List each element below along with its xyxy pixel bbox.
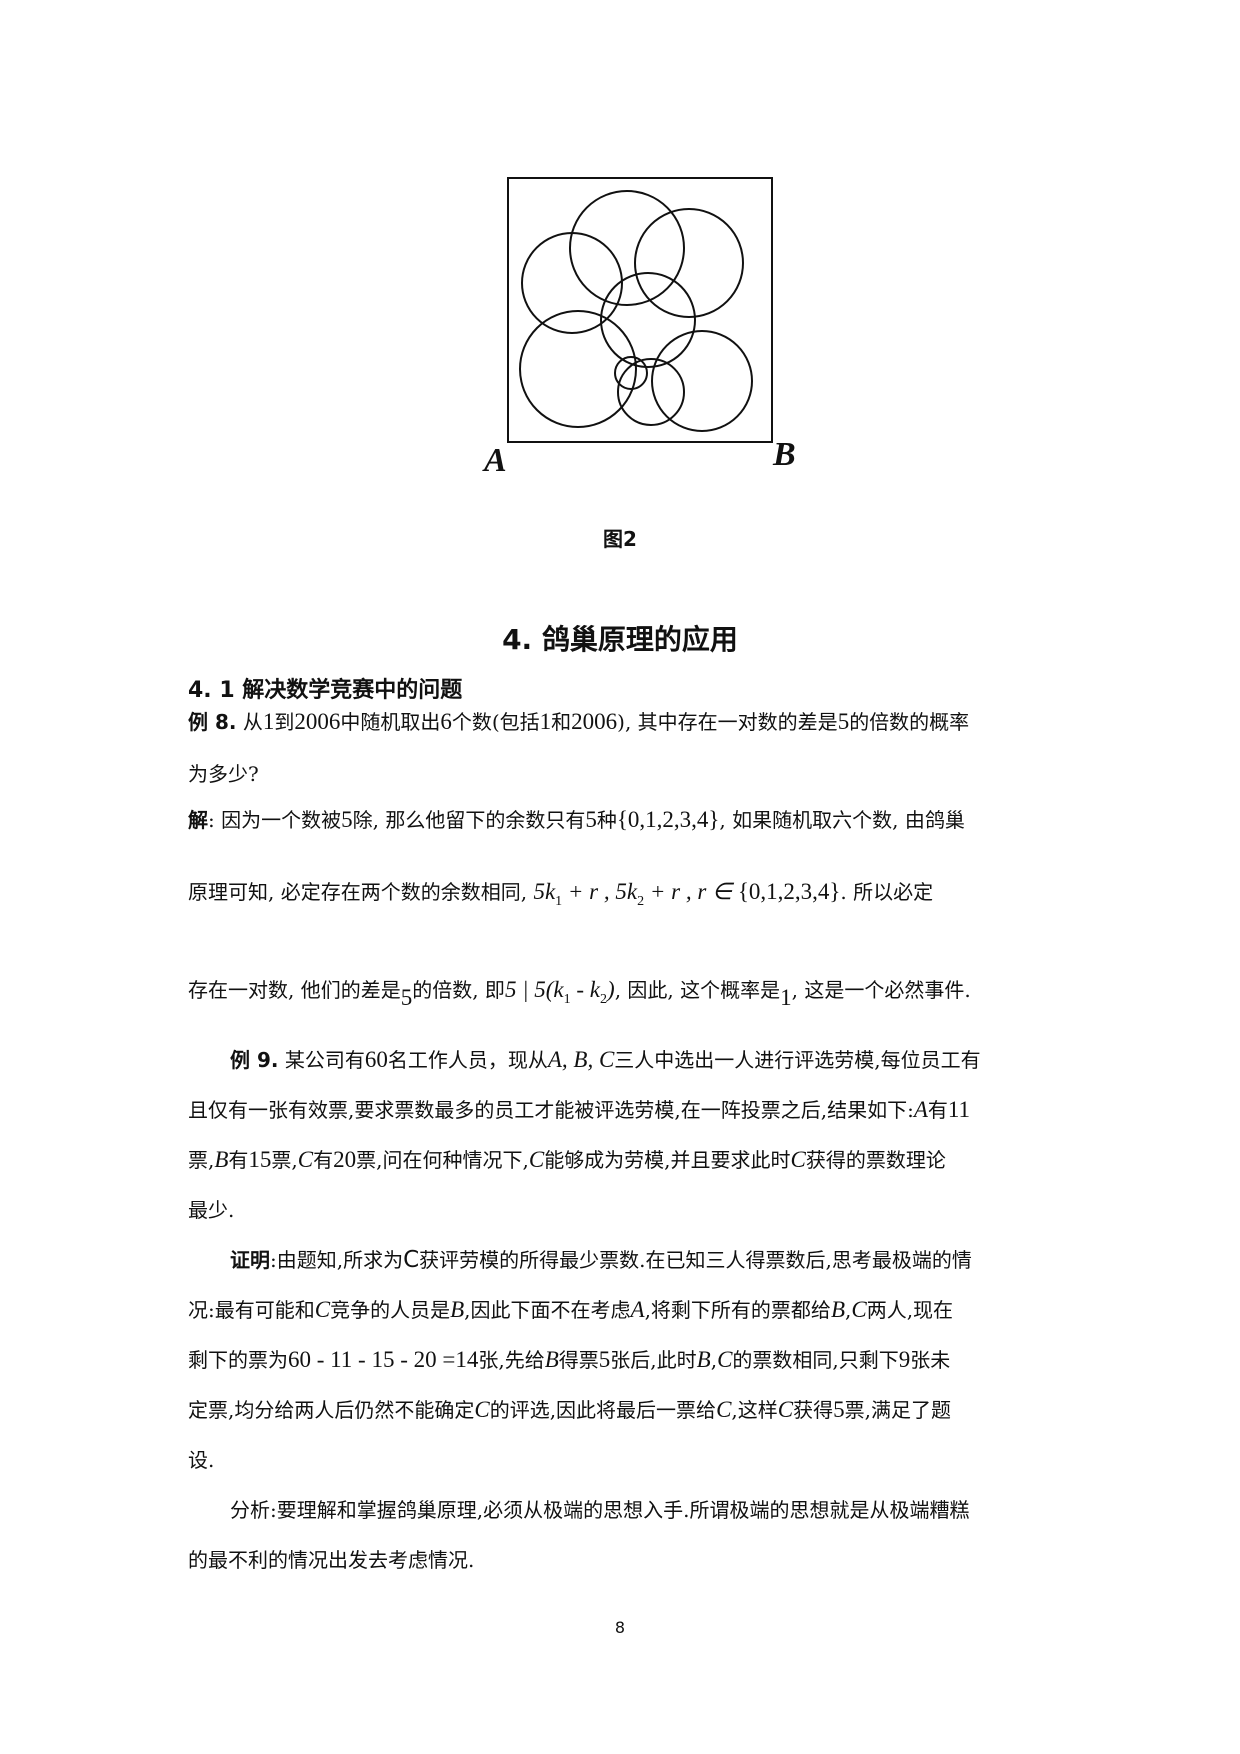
proof-label: 证明 — [230, 1248, 270, 1272]
sol-line-2: 原理可知, 必定存在两个数的余数相同, 5k1 + r , 5k2 + r , … — [188, 879, 934, 909]
figure-caption: 图2 — [603, 527, 637, 551]
proof-line-4: 定票,均分给两人后仍然不能确定C的评选,因此将最后一票给C,这样C获得5票,满足… — [188, 1397, 951, 1422]
proof-line-1: 证明:由题知,所求为C获评劳模的所得最少票数.在已知三人得票数后,思考最极端的情 — [230, 1247, 972, 1273]
circle-top — [569, 190, 685, 306]
proof-line-5: 设. — [188, 1448, 215, 1472]
ex9-line-1: 例 9. 某公司有60名工作人员，现从A, B, C三人中选出一人进行评选劳模,… — [230, 1047, 981, 1072]
analysis-line-2: 的最不利的情况出发去考虑情况. — [188, 1548, 475, 1572]
ex9-label: 例 9. — [230, 1048, 279, 1072]
sol-line-3: 存在一对数, 他们的差是5的倍数, 即5 | 5(k1 - k2), 因此, 这… — [188, 977, 971, 1010]
point-label-b: B — [773, 436, 796, 473]
ex8-line-1: 例 8. 从1到2006中随机取出6个数(包括1和2006), 其中存在一对数的… — [188, 709, 970, 734]
sol-line-1: 解: 因为一个数被5除, 那么他留下的余数只有5种{0,1,2,3,4}, 如果… — [188, 807, 965, 832]
proof-line-3: 剩下的票为60 - 11 - 15 - 20 =14张,先给B得票5张后,此时B… — [188, 1347, 951, 1372]
sol-label: 解 — [188, 808, 208, 832]
section-title: 4. 鸽巢原理的应用 — [502, 623, 738, 656]
point-label-a: A — [484, 442, 507, 479]
ex9-line-4: 最少. — [188, 1198, 235, 1222]
proof-line-2: 况:最有可能和C竞争的人员是B,因此下面不在考虑A,将剩下所有的票都给B,C两人… — [188, 1297, 954, 1322]
circle-center — [600, 272, 696, 368]
ex9-line-3: 票,B有15票,C有20票,问在何种情况下,C能够成为劳模,并且要求此时C获得的… — [188, 1147, 946, 1172]
square-frame — [507, 177, 773, 443]
ex8-label: 例 8. — [188, 710, 237, 734]
circle-bottom — [617, 358, 685, 426]
analysis-line-1: 分析:要理解和掌握鸽巢原理,必须从极端的思想入手.所谓极端的思想就是从极端糟糕 — [230, 1498, 970, 1522]
circle-lower-left — [519, 310, 637, 428]
ex9-line-2: 且仅有一张有效票,要求票数最多的员工才能被评选劳模,在一阵投票之后,结果如下:A… — [188, 1097, 971, 1122]
circle-left — [521, 232, 623, 334]
page-number: 8 — [614, 1618, 626, 1637]
circle-small — [614, 356, 648, 390]
circle-top-right — [634, 208, 744, 318]
circle-lower-right — [651, 330, 753, 432]
subsection-title: 4. 1 解决数学竞赛中的问题 — [188, 678, 463, 703]
ex8-line-2: 为多少? — [188, 762, 259, 786]
figure-2-diagram — [507, 177, 773, 443]
